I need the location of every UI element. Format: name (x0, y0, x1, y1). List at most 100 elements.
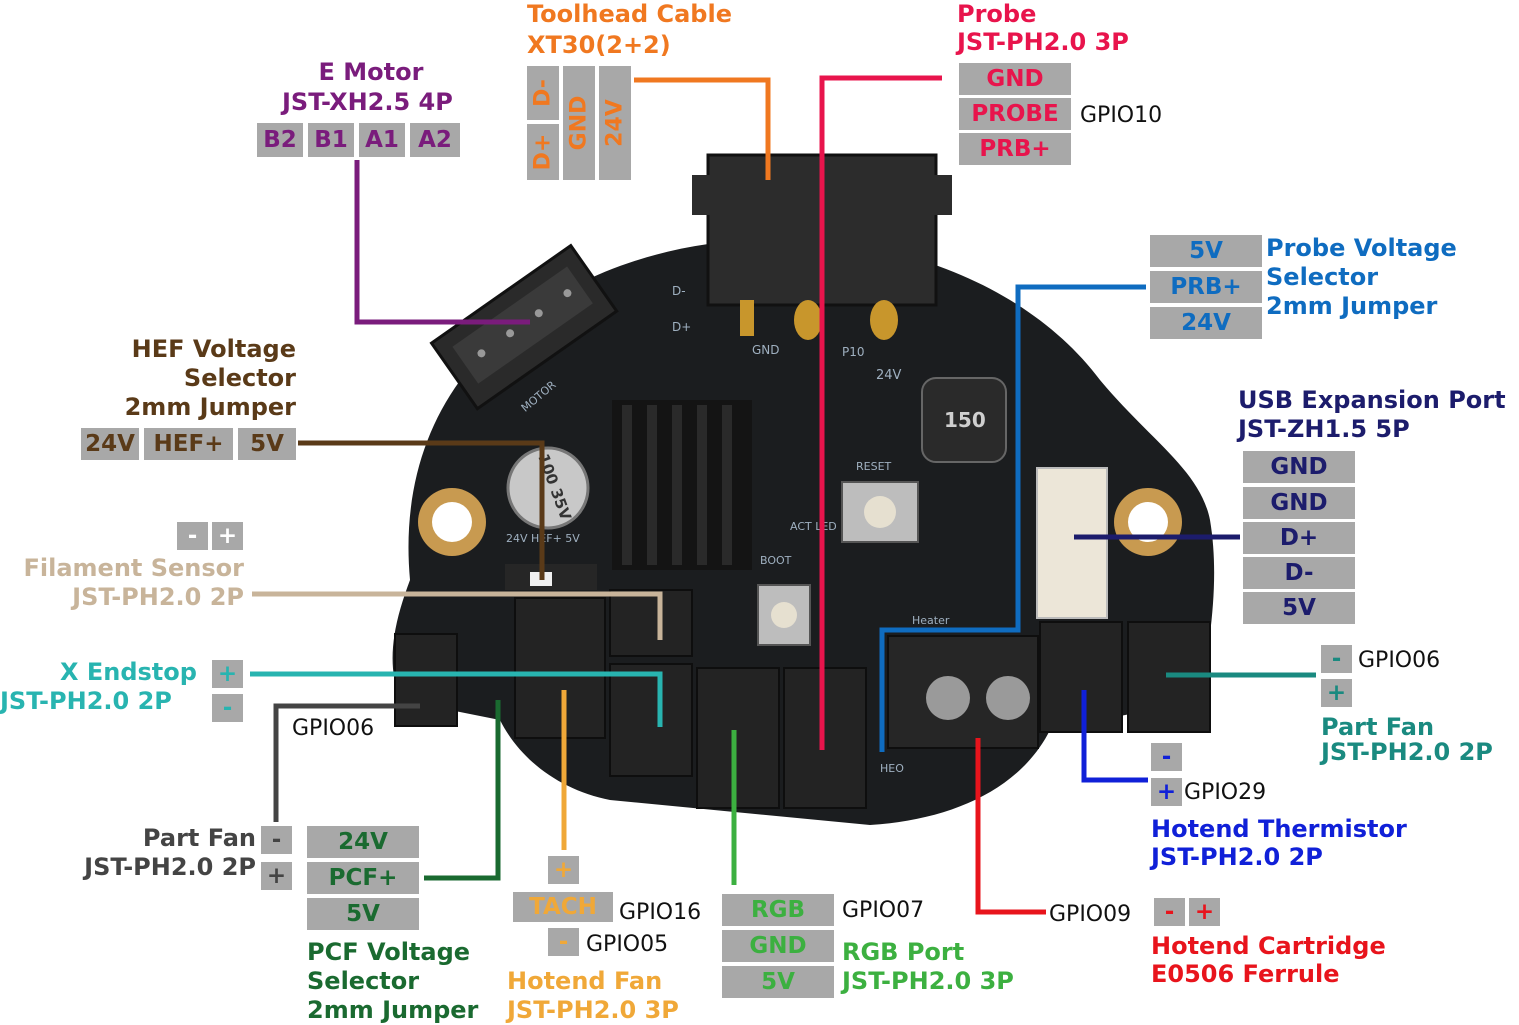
part-fan-left-title: Part Fan (142, 824, 256, 852)
capacitor (506, 446, 590, 530)
hotend-fan-gpio-minus: GPIO05 (586, 932, 669, 957)
silk-heo: HEO (880, 762, 904, 775)
line-toolhead (634, 77, 771, 180)
hef-pin-5v: 5V (238, 428, 296, 460)
motor-connector (429, 243, 619, 411)
line-hef (298, 440, 545, 580)
probe-voltage-title-3: 2mm Jumper (1266, 292, 1438, 320)
filament-pin-plus: + (212, 522, 243, 550)
silk-24v: 24V (876, 368, 902, 383)
e-motor-title: E Motor (318, 58, 424, 86)
hef-title-2: Selector (183, 364, 296, 392)
hotend-fan-pin-plus: + (548, 856, 579, 884)
thermistor-pin-minus: - (1151, 743, 1182, 771)
e-motor-connector: JST-XH2.5 4P (282, 88, 453, 116)
thermistor-gpio: GPIO29 (1184, 780, 1267, 805)
pcf-pin-pcfplus: PCF+ (307, 862, 419, 894)
jst-connectors (394, 589, 1211, 809)
line-part-fan-left (273, 703, 420, 822)
hotend-fan-pin-tach: TACH (513, 892, 613, 922)
x-endstop-connector: JST-PH2.0 2P (0, 687, 172, 715)
pcf-pin-5v: 5V (307, 898, 419, 930)
usb-pin-dplus: D+ (1243, 522, 1355, 554)
rgb-gpio: GPIO07 (842, 898, 925, 923)
hef-pin-24v: 24V (81, 428, 139, 460)
silk-reset: RESET (856, 460, 892, 473)
part-fan-left-connector: JST-PH2.0 2P (84, 853, 256, 881)
e-motor-pin-a2: A2 (410, 123, 460, 157)
silk-boot: BOOT (760, 554, 792, 567)
toolhead-pin-dplus: D+ (527, 124, 559, 180)
rgb-pin-5v: 5V (722, 966, 834, 998)
rgb-connector: JST-PH2.0 3P (842, 967, 1014, 995)
hotend-fan-title: Hotend Fan (507, 967, 663, 995)
usb-pin-gnd-2: GND (1243, 487, 1355, 519)
probe-pin-probe: PROBE (959, 98, 1071, 130)
toolhead-pin-24v: 24V (599, 66, 631, 180)
usb-pin-5v: 5V (1243, 592, 1355, 624)
hef-title-1: HEF Voltage (131, 335, 296, 363)
part-fan-right-gpio: GPIO06 (1358, 648, 1441, 673)
toolhead-pin-dminus: D- (527, 66, 559, 120)
usb-title: USB Expansion Port (1238, 386, 1506, 414)
probe-voltage-title-1: Probe Voltage (1266, 234, 1457, 262)
pcf-pin-24v: 24V (307, 826, 419, 858)
cartridge-connector: E0506 Ferrule (1151, 960, 1340, 988)
x-endstop-pin-plus: + (212, 660, 243, 688)
part-fan-left-pin-plus: + (261, 862, 292, 890)
line-endstop (250, 671, 663, 727)
heatsink (612, 400, 752, 570)
hotend-fan-pin-minus: - (548, 928, 579, 956)
thermistor-pin-plus: + (1151, 778, 1182, 806)
toolhead-title: Toolhead Cable (527, 0, 732, 28)
probe-voltage-pin-5v: 5V (1150, 235, 1262, 267)
cartridge-title: Hotend Cartridge (1151, 932, 1386, 960)
probe-pin-prbplus: PRB+ (959, 133, 1071, 165)
line-thermistor (1081, 690, 1148, 783)
line-probe (819, 75, 942, 750)
thermistor-title: Hotend Thermistor (1151, 815, 1407, 843)
part-fan-right-connector: JST-PH2.0 2P (1321, 738, 1493, 766)
filament-connector: JST-PH2.0 2P (72, 583, 244, 611)
rgb-pin-gnd: GND (722, 930, 834, 962)
silk-act-led: ACT LED (790, 520, 837, 533)
silk-d-minus: D- (672, 284, 686, 298)
line-pcf (424, 700, 501, 881)
toolhead-pin-gnd: GND (563, 66, 595, 180)
usb-connector: JST-ZH1.5 5P (1238, 415, 1410, 443)
usb-jst-connector (1036, 467, 1108, 619)
part-fan-right-title: Part Fan (1321, 713, 1435, 741)
hotend-fan-gpio-tach: GPIO16 (619, 900, 702, 925)
e-motor-pin-b1: B1 (308, 123, 354, 157)
part-fan-right-pin-plus: + (1321, 679, 1352, 707)
probe-connector: JST-PH2.0 3P (957, 28, 1129, 56)
pcf-title-3: 2mm Jumper (307, 996, 479, 1024)
hef-pin-hefplus: HEF+ (144, 428, 233, 460)
x-endstop-pin-minus: - (212, 694, 243, 722)
x-endstop-title: X Endstop (60, 658, 197, 686)
silk-heater: Heater (912, 614, 950, 627)
part-fan-right-pin-minus: - (1321, 645, 1352, 673)
silk-p10: P10 (842, 345, 865, 359)
silk-d-plus: D+ (672, 320, 692, 334)
filament-title: Filament Sensor (23, 554, 245, 582)
x-endstop-gpio: GPIO06 (292, 716, 375, 741)
thermistor-connector: JST-PH2.0 2P (1151, 843, 1323, 871)
probe-voltage-pin-24v: 24V (1150, 307, 1262, 339)
line-probe-voltage (879, 284, 1146, 752)
line-cartridge (975, 738, 1046, 915)
usb-pin-dminus: D- (1243, 557, 1355, 589)
probe-title: Probe (957, 0, 1037, 28)
inductor-marking: 150 (944, 408, 986, 432)
rgb-title: RGB Port (842, 938, 965, 966)
rgb-pin-rgb: RGB (722, 894, 834, 926)
line-e-motor (354, 160, 530, 325)
usb-pin-gnd-1: GND (1243, 451, 1355, 483)
probe-voltage-pin-prbplus: PRB+ (1150, 271, 1262, 303)
probe-gpio: GPIO10 (1080, 103, 1163, 128)
part-fan-left-pin-minus: - (261, 826, 292, 854)
hotend-fan-connector: JST-PH2.0 3P (507, 996, 679, 1024)
line-filament (252, 591, 663, 640)
